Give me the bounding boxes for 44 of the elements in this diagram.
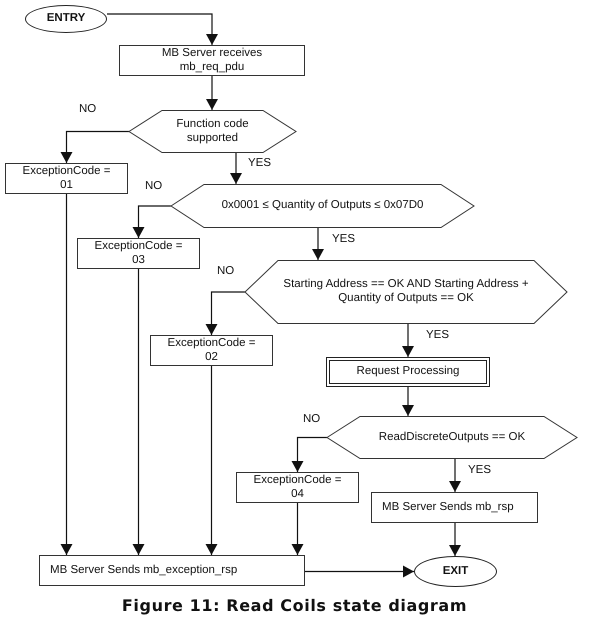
arrow — [230, 153, 242, 184]
node-text: ExceptionCode = 02 — [166, 336, 256, 364]
process-box — [371, 492, 538, 523]
process-box — [119, 45, 305, 76]
arrow — [60, 130, 129, 163]
decision-hexagon — [129, 110, 296, 153]
node-text: Request Processing — [356, 365, 460, 379]
decision-hexagon — [171, 184, 474, 228]
arrow — [206, 76, 218, 110]
node-text: ENTRY — [46, 12, 86, 26]
arrow — [449, 459, 461, 492]
node-text: MB Server Sends mb_exception_rsp — [50, 564, 238, 578]
figure-caption: Figure 11: Read Coils state diagram — [122, 596, 468, 615]
node-text: ExceptionCode = 01 — [22, 164, 112, 192]
node-text: MB Server receives mb_req_pdu — [160, 46, 264, 74]
process-box — [236, 472, 359, 503]
node-text: Function code supported — [175, 118, 250, 146]
process-box — [150, 335, 273, 366]
node-text: EXIT — [442, 564, 468, 578]
arrow — [312, 228, 324, 260]
node-text: ReadDiscreteOutputs == OK — [378, 430, 526, 444]
arrow — [305, 566, 414, 578]
arrow — [206, 366, 218, 555]
arrow — [107, 13, 218, 45]
process-box — [39, 555, 305, 586]
node-text: ExceptionCode = 04 — [252, 474, 342, 502]
node-text: ExceptionCode = 03 — [94, 240, 184, 268]
arrow — [132, 205, 171, 238]
node-text: 0x0001 ≤ Quantity of Outputs ≤ 0x07D0 — [222, 199, 424, 213]
decision-hexagon — [327, 416, 577, 459]
arrow — [292, 436, 327, 472]
node-text: Starting Address == OK AND Starting Address + Quantity of Outputs == OK — [282, 278, 530, 306]
arrow — [402, 324, 414, 357]
arrow — [402, 387, 414, 416]
arrow — [449, 523, 461, 556]
process-box — [77, 238, 200, 269]
arrow — [60, 194, 72, 555]
arrow — [292, 503, 304, 555]
arrow — [206, 291, 245, 335]
decision-hexagon — [245, 260, 567, 324]
node-text: MB Server Sends mb_rsp — [382, 500, 514, 514]
process-box — [5, 163, 128, 194]
arrow — [132, 269, 144, 555]
subprocess-box — [326, 357, 490, 387]
